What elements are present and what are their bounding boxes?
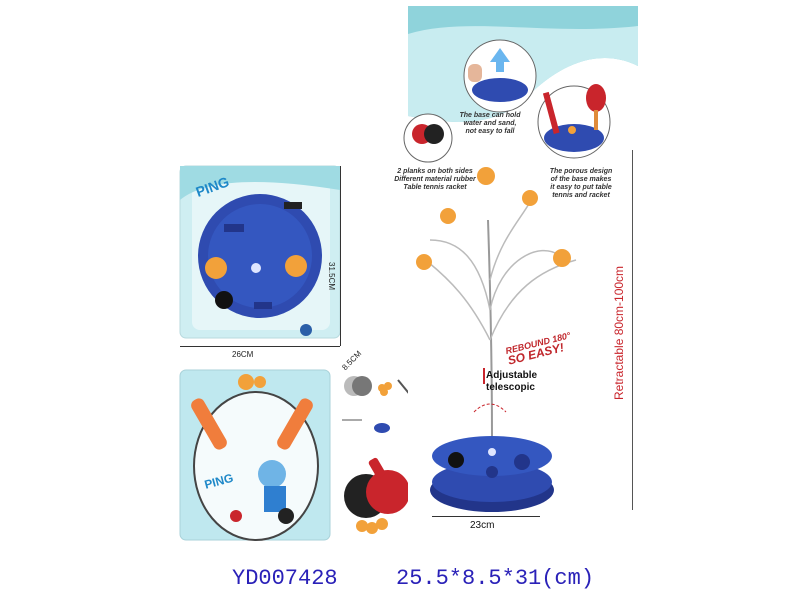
caption-base: The base can hold water and sand, not ea… — [450, 112, 530, 136]
accessories-image — [336, 366, 426, 551]
caption-paddle: 2 planks on both sides Different materia… — [380, 168, 490, 192]
base-width-line — [432, 516, 540, 517]
box-height-label: 31.5CM — [327, 262, 336, 291]
caption-paddle-line1: 2 planks on both sides — [397, 168, 473, 175]
caption-porous-line1: The porous design — [549, 168, 613, 175]
caption-porous-line3: it easy to put table — [550, 184, 612, 191]
caption-paddle-line2: Different material rubber — [394, 176, 476, 183]
caption-base-line2: water and sand, — [463, 120, 517, 127]
adjustable-label: Adjustable telescopic — [486, 370, 537, 394]
paddle-detail-image — [398, 112, 458, 169]
product-code: YD007428 — [232, 566, 338, 591]
caption-porous: The porous design of the base makes it e… — [536, 168, 626, 200]
package-back-image: PING — [176, 366, 336, 551]
package-front-image: PING — [176, 160, 356, 351]
retractable-line — [632, 150, 633, 510]
box-width-label: 26CM — [232, 350, 254, 359]
adjustable-line1: Adjustable — [486, 370, 538, 381]
caption-base-line1: The base can hold — [459, 112, 521, 119]
caption-porous-line4: tennis and racket — [552, 192, 610, 199]
base-width-label: 23cm — [470, 520, 495, 531]
retractable-label: Retractable 80cm-100cm — [612, 265, 626, 400]
base-water-detail-image — [458, 38, 542, 119]
trainer-stand-image — [400, 160, 600, 525]
width-dimension-line — [180, 346, 340, 347]
adjustable-line2: telescopic — [486, 382, 535, 393]
porous-base-detail-image — [534, 72, 618, 167]
height-dimension-line — [340, 166, 341, 346]
caption-base-line3: not easy to fall — [465, 128, 515, 135]
caption-paddle-line3: Table tennis racket — [403, 184, 467, 191]
product-size: 25.5*8.5*31(cm) — [396, 566, 595, 591]
caption-porous-line2: of the base makes — [550, 176, 612, 183]
